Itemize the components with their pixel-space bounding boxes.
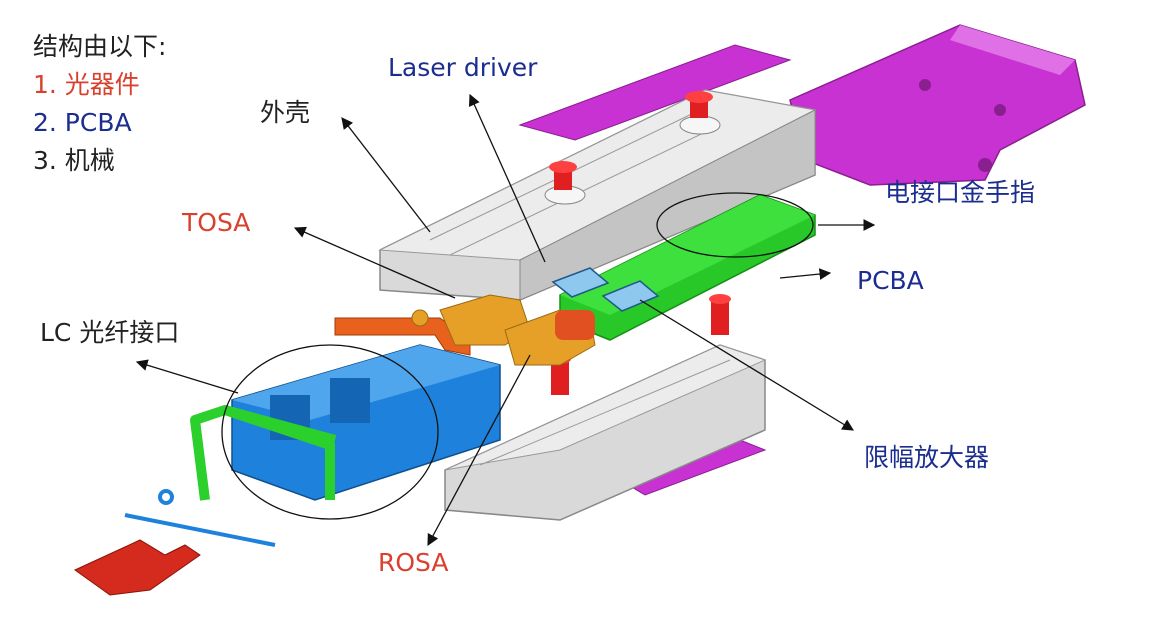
label-limiting-amplifier: 限幅放大器 [864,443,990,472]
lower-housing-part [444,344,767,521]
osa-assembly-part [411,294,596,366]
edge-connector-highlight [656,192,814,258]
legend-item-mechanical: 3. 机械 [33,146,115,175]
label-pcba: PCBA [857,266,924,295]
label-edge-connector: 电接口金手指 [885,178,1036,207]
legend-item-pcba: 2. PCBA [33,108,132,137]
lc-interface-highlight [221,344,439,520]
label-lc-interface: LC 光纤接口 [40,318,180,347]
callout-arrows [135,93,876,547]
label-rosa: ROSA [378,548,449,577]
label-laser-driver: Laser driver [388,53,538,82]
label-tosa: TOSA [182,208,251,237]
cover-strip-part [518,44,792,141]
washer-part [158,489,174,505]
label-housing: 外壳 [260,98,311,127]
legend-title: 结构由以下: [33,32,167,61]
legend-item-optics: 1. 光器件 [33,70,140,99]
structure-legend: 结构由以下: 1. 光器件 2. PCBA 3. 机械 [33,28,166,180]
laser-driver-chip [551,267,610,298]
pin-part [124,513,276,547]
screw-parts [549,91,731,395]
lc-receptacle-part [231,344,501,501]
dust-plug-part [74,539,201,596]
rear-cover-part [789,24,1086,186]
limiting-amplifier-chip [601,280,660,312]
upper-housing-part [378,89,817,301]
